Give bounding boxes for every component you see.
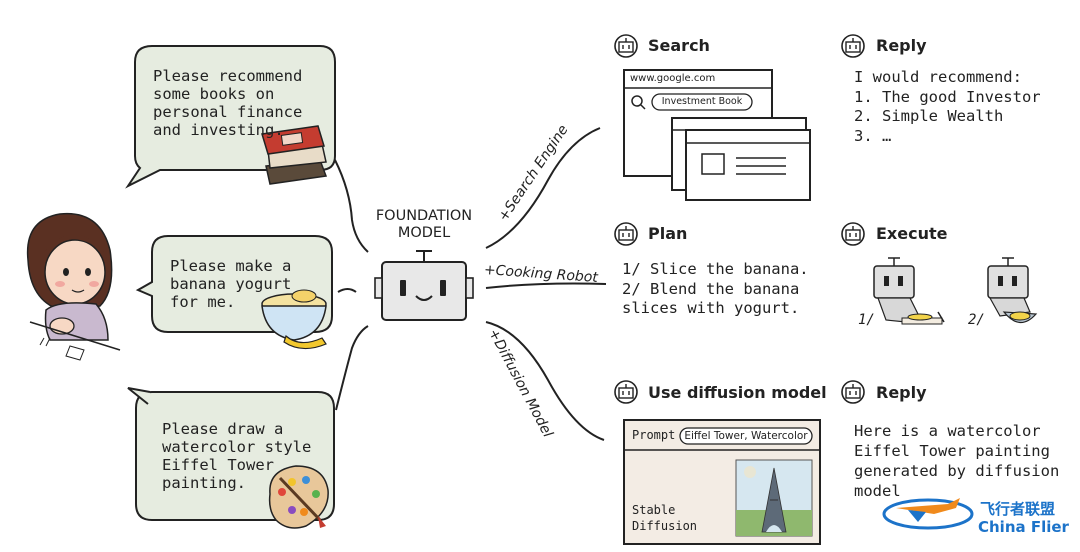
search-query-pill xyxy=(651,93,753,111)
robot-head-icon-diffusion xyxy=(614,380,638,404)
foundation-model-title: FOUNDATION MODEL xyxy=(368,208,480,242)
execute-heading: Execute xyxy=(876,224,948,243)
bubble-books-text: Please recommend some books on personal … xyxy=(153,67,303,139)
watermark-logo-icon xyxy=(882,498,974,530)
watermark-en: China Flier xyxy=(978,518,1069,536)
search-icon xyxy=(631,95,646,110)
plan-heading: Plan xyxy=(648,224,688,243)
reply1-text: I would recommend: 1. The good Investor … xyxy=(854,68,1041,145)
execute-step2-label: 2/ xyxy=(968,312,985,328)
user-avatar-icon xyxy=(26,212,121,361)
connector-painting xyxy=(335,325,369,411)
robot-icon xyxy=(374,250,474,321)
paint-palette-icon xyxy=(268,465,329,529)
bubble-yogurt-text: Please make a banana yogurt for me. xyxy=(170,257,292,311)
search-query-text: Investment Book xyxy=(661,96,743,107)
execute-robot-2 xyxy=(987,257,1038,324)
robot-head-icon-reply2 xyxy=(841,380,865,404)
prompt-label: Prompt xyxy=(632,428,676,442)
search-heading: Search xyxy=(648,36,710,55)
execute-step1-label: 1/ xyxy=(858,312,875,328)
prompt-value: Eiffel Tower, Watercolor xyxy=(684,430,808,442)
browser-window-stack xyxy=(623,69,811,201)
robot-head-icon-reply1 xyxy=(841,34,865,58)
robot-head-icon-search xyxy=(614,34,638,58)
watermark-cn: 飞行者联盟 xyxy=(980,500,1056,518)
browser-url: www.google.com xyxy=(630,73,716,84)
robot-head-icon-plan xyxy=(614,222,638,246)
engine-line1: Stable xyxy=(632,503,676,517)
diffusion-heading: Use diffusion model xyxy=(648,383,827,402)
robot-head-icon-execute xyxy=(841,222,865,246)
foundation-title-line1: FOUNDATION xyxy=(375,208,473,224)
reply2-heading: Reply xyxy=(876,383,927,402)
reply2-text: Here is a watercolor Eiffel Tower painti… xyxy=(854,422,1060,500)
connector-books xyxy=(334,159,369,253)
connector-diffusion xyxy=(485,321,605,441)
reply1-heading: Reply xyxy=(876,36,927,55)
foundation-title-line2: MODEL xyxy=(397,225,451,241)
bubble-painting-text: Please draw a watercolor style Eiffel To… xyxy=(162,420,312,492)
yogurt-bowl-icon xyxy=(261,289,327,350)
eiffel-painting xyxy=(735,459,813,537)
books-icon xyxy=(261,125,328,185)
connector-cooking xyxy=(485,282,607,289)
connector-yogurt xyxy=(337,288,357,293)
engine-line2: Diffusion xyxy=(632,519,698,533)
execute-robot-1 xyxy=(873,257,945,325)
plan-text: 1/ Slice the banana. 2/ Blend the banana… xyxy=(622,260,809,317)
connector-search xyxy=(485,127,601,249)
